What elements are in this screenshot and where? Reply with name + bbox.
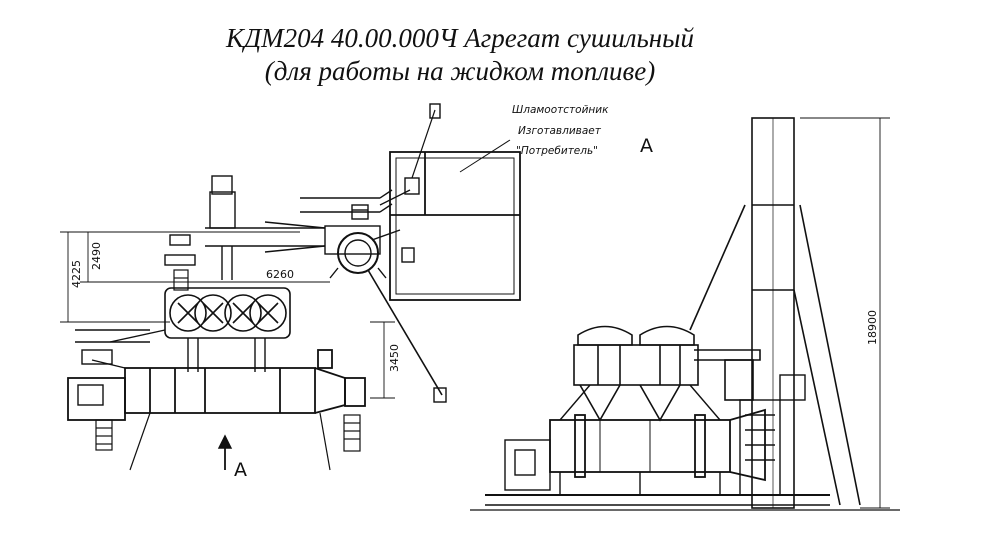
view-label-top: А [640, 135, 653, 157]
height-dimension [800, 117, 890, 509]
view-label-bottom: А [234, 459, 247, 481]
diagonal-rod [367, 269, 443, 396]
gas-duct [164, 175, 326, 280]
cyclones [573, 325, 761, 422]
drying-drum-side [549, 408, 766, 482]
dim-3450: 3450 [388, 344, 401, 372]
rod-end [433, 387, 447, 403]
support-ladders [95, 269, 361, 471]
note-line-2: Изготавливает [518, 125, 602, 137]
drawing-title-line2: (для работы на жидком топливе) [264, 56, 656, 86]
dust-chamber [324, 204, 387, 279]
feed-pipes [187, 338, 266, 372]
dim-6260: 6260 [266, 268, 294, 281]
drawing-title-line1: КДМ204 40.00.000Ч Агрегат сушильный [226, 23, 694, 53]
burner-unit [67, 329, 166, 421]
burner-frame [485, 384, 830, 506]
duct [300, 103, 441, 263]
side-view: 18900 [470, 117, 900, 511]
chimney [689, 117, 861, 509]
note-line-3: "Потребитель" [516, 145, 598, 157]
dimension-lines [60, 231, 395, 399]
drying-drum-plan [124, 349, 366, 414]
view-arrow [217, 434, 233, 470]
plan-view: 4225 2490 6260 3450 А [60, 103, 521, 481]
sludge-tank [389, 139, 521, 301]
blower-battery [164, 287, 291, 339]
dim-4225: 4225 [70, 260, 83, 288]
dim-2490: 2490 [90, 242, 103, 270]
note-line-1: Шламоотстойник [512, 104, 609, 116]
dim-18900: 18900 [866, 310, 879, 345]
